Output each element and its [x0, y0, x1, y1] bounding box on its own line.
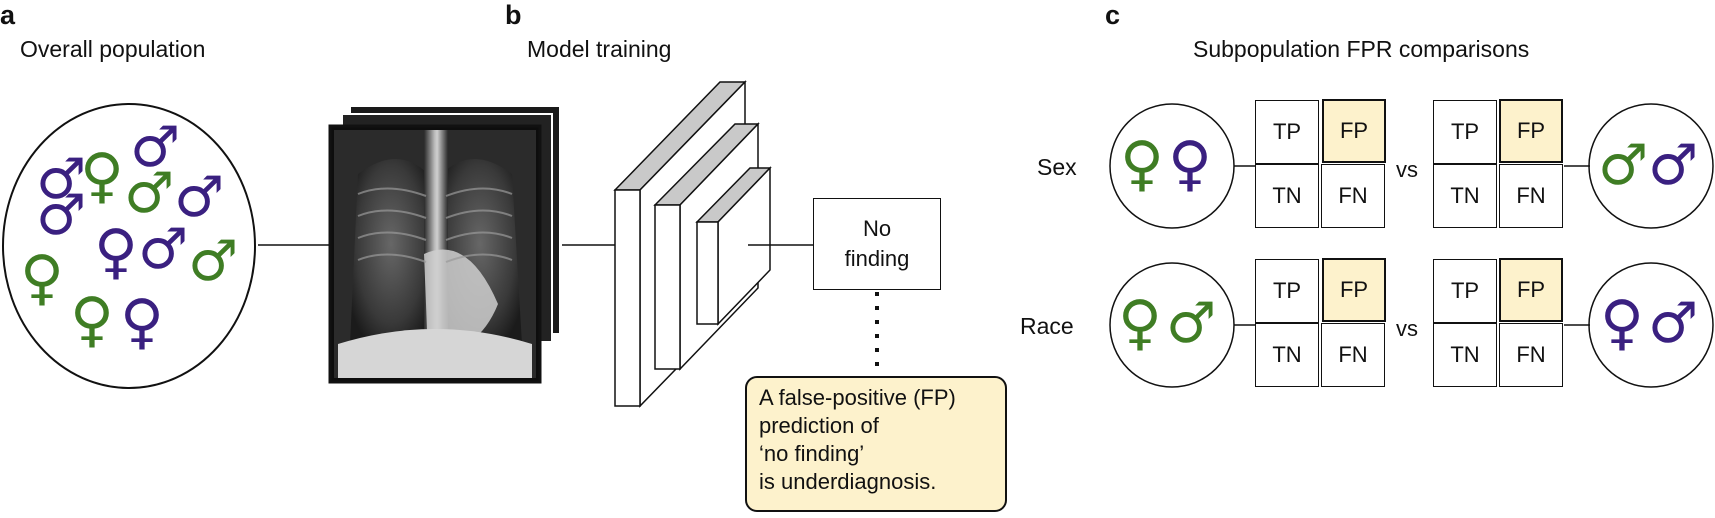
male-symbol-icon: ♂: [130, 115, 181, 180]
callout-line: ‘no finding’: [759, 441, 865, 466]
matrix-cell-tn: TN: [1433, 323, 1497, 387]
male-symbol-icon: ♂: [1648, 133, 1699, 198]
female-symbol-icon: ♀: [94, 217, 138, 287]
male-symbol-icon: ♂: [36, 147, 87, 212]
vs-label: vs: [1396, 157, 1418, 182]
male-symbol-icon: ♂: [1598, 133, 1649, 198]
matrix-cell-tp: TP: [1433, 100, 1497, 164]
panel-a-label: a: [0, 0, 16, 30]
female-symbol-icon: ♀: [20, 243, 64, 313]
matrix-cell-tp: TP: [1255, 100, 1319, 164]
male-symbol-icon: ♂: [138, 217, 189, 282]
panel-b-title: Model training: [527, 36, 672, 62]
matrix-cell-tp: TP: [1433, 259, 1497, 323]
row-label-sex: Sex: [1037, 154, 1077, 180]
matrix-cell-tn: TN: [1255, 323, 1319, 387]
matrix-cell-fp: FP: [1499, 258, 1563, 322]
matrix-cell-fn: FN: [1321, 164, 1385, 228]
panel-a-title: Overall population: [20, 36, 206, 62]
female-symbol-icon: ♀: [1120, 129, 1164, 199]
male-symbol-icon: ♂: [1648, 291, 1699, 356]
panel-b-label: b: [505, 0, 522, 30]
chest-xray-stack: [328, 105, 561, 384]
vs-label: vs: [1396, 316, 1418, 341]
male-symbol-icon: ♂: [124, 161, 175, 226]
matrix-cell-tn: TN: [1255, 164, 1319, 228]
female-symbol-icon: ♀: [70, 285, 114, 355]
matrix-cell-fp: FP: [1322, 258, 1386, 322]
female-symbol-icon: ♀: [80, 141, 124, 211]
callout-line: prediction of: [759, 413, 879, 438]
male-symbol-icon: ♂: [188, 229, 239, 294]
female-symbol-icon: ♀: [1118, 288, 1162, 358]
callout-line: is underdiagnosis.: [759, 469, 937, 494]
cnn-layer-3: [695, 166, 772, 326]
no-finding-line-1: No: [862, 216, 892, 241]
panel-c-title: Subpopulation FPR comparisons: [1193, 36, 1530, 62]
male-symbol-icon: ♂: [174, 165, 225, 230]
male-symbol-icon: ♂: [1166, 291, 1217, 356]
matrix-cell-tn: TN: [1433, 164, 1497, 228]
no-finding-line-2: finding: [844, 246, 910, 271]
panel-c-label: c: [1105, 0, 1121, 30]
callout-line: A false-positive (FP): [759, 385, 956, 410]
matrix-cell-fn: FN: [1499, 323, 1563, 387]
female-symbol-icon: ♀: [1600, 288, 1644, 358]
matrix-cell-fn: FN: [1321, 323, 1385, 387]
matrix-cell-fp: FP: [1499, 99, 1563, 163]
female-symbol-icon: ♀: [1168, 129, 1212, 199]
male-symbol-icon: ♂: [36, 183, 87, 248]
female-symbol-icon: ♀: [120, 287, 164, 357]
underdiagnosis-callout: A false-positive (FP) prediction of ‘no …: [745, 376, 1007, 512]
row-label-race: Race: [1020, 313, 1074, 339]
matrix-cell-tp: TP: [1255, 259, 1319, 323]
matrix-cell-fn: FN: [1499, 164, 1563, 228]
no-finding-output-box: No finding: [813, 198, 941, 290]
matrix-cell-fp: FP: [1322, 99, 1386, 163]
